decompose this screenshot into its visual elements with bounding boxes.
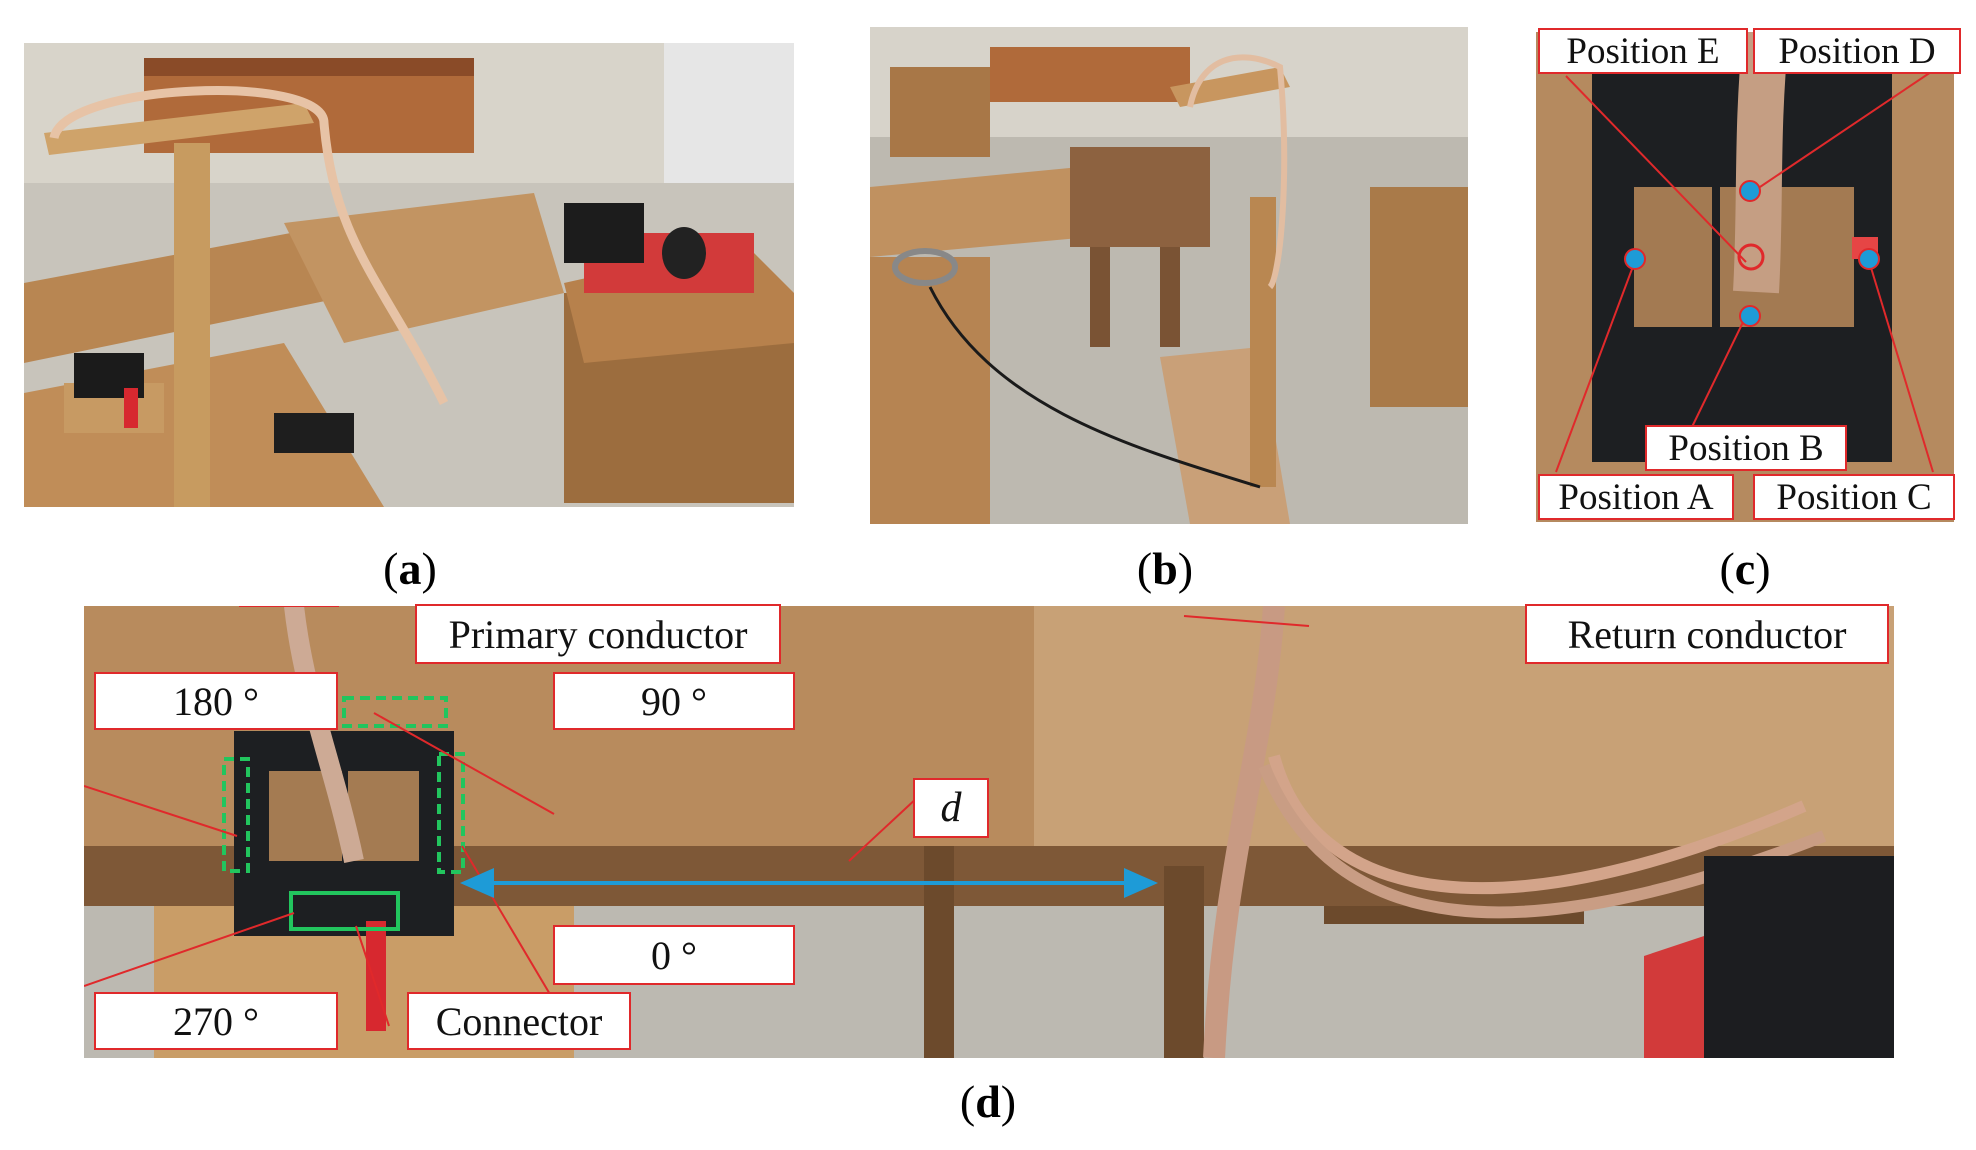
label-position-a: Position A	[1538, 474, 1734, 520]
caption-b: (b)	[1136, 543, 1194, 594]
lab-setup-photo-b	[870, 27, 1468, 524]
caption-a: (a)	[383, 543, 437, 594]
label-angle-90: 90 °	[553, 672, 795, 730]
photo-panel-a	[24, 43, 794, 507]
caption-d: (d)	[959, 1076, 1017, 1127]
setup-photo-d	[84, 606, 1894, 1058]
position-markers	[1555, 71, 1934, 473]
label-position-e: Position E	[1538, 28, 1748, 74]
label-position-d: Position D	[1753, 28, 1961, 74]
label-connector: Connector	[407, 992, 631, 1050]
position-a-marker	[1624, 248, 1646, 270]
position-b-marker	[1739, 305, 1761, 327]
lab-setup-photo-a	[24, 43, 794, 507]
sensor-closeup-photo-c	[1536, 32, 1954, 522]
label-position-c: Position C	[1753, 474, 1955, 520]
label-angle-270: 270 °	[94, 992, 338, 1050]
dashed-box-180	[222, 757, 250, 873]
position-e-marker	[1737, 243, 1765, 271]
photo-panel-c	[1536, 32, 1954, 522]
label-return-conductor: Return conductor	[1525, 604, 1889, 664]
photo-panel-d	[84, 606, 1894, 1058]
annotation-overlay-d	[84, 606, 1310, 1027]
photo-panel-b	[870, 27, 1468, 524]
position-c-marker	[1858, 248, 1880, 270]
label-position-b: Position B	[1645, 425, 1847, 471]
distance-arrow	[460, 868, 1158, 898]
position-d-marker	[1739, 180, 1761, 202]
connector-box	[289, 891, 400, 931]
caption-c: (c)	[1719, 543, 1771, 594]
dashed-box-0	[437, 752, 465, 874]
label-distance-d: d	[913, 778, 989, 838]
label-angle-180: 180 °	[94, 672, 338, 730]
label-primary-conductor: Primary conductor	[415, 604, 781, 664]
label-angle-0: 0 °	[553, 925, 795, 985]
dashed-box-90	[342, 696, 448, 728]
